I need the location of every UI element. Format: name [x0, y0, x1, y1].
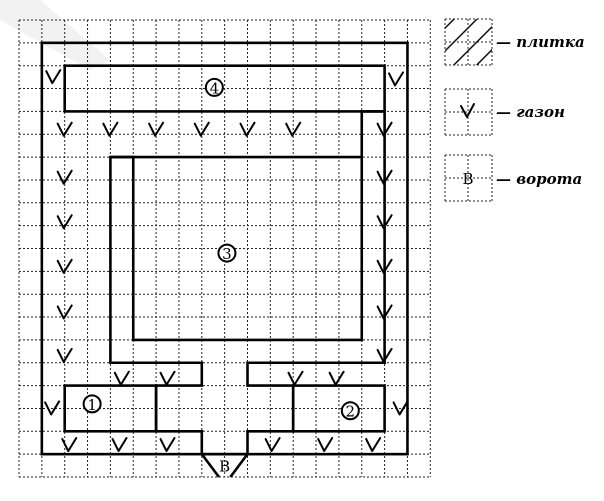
lawn-check-icon: [287, 370, 304, 386]
lawn-check-icon: [56, 304, 73, 320]
lawn-check-icon: [376, 258, 393, 274]
lawn-check-icon: [56, 214, 73, 230]
area-number: 1: [87, 396, 97, 414]
lawn-check-icon: [159, 370, 176, 386]
area-4-label: 4: [204, 77, 224, 97]
lawn-check-icon: [264, 437, 281, 453]
lawn-check-icon: [317, 437, 334, 453]
legend-tile-label: — плитка: [496, 33, 585, 51]
lawn-marks: [44, 69, 409, 453]
legend-lawn: — газон: [444, 88, 565, 136]
area-number: 4: [210, 79, 220, 97]
lawn-check-icon: [376, 169, 393, 185]
lawn-check-icon: [56, 169, 73, 185]
area-2: [291, 384, 386, 433]
legend-gate: В — ворота: [444, 154, 582, 202]
area-number: 2: [346, 403, 356, 421]
area-4: [63, 64, 386, 113]
lawn-check-icon: [56, 258, 73, 274]
gate-label: В: [219, 458, 230, 476]
area-outlines: [40, 41, 409, 456]
lawn-check-icon: [193, 121, 210, 137]
lawn-check-icon: [376, 304, 393, 320]
legend: — плитка — газон В — ворота: [444, 18, 585, 202]
gate: В: [200, 453, 249, 478]
area-2-label: 2: [340, 401, 360, 421]
check-icon: [460, 103, 475, 118]
outer-boundary: [40, 41, 409, 456]
lawn-check-icon: [148, 121, 165, 137]
area-3-label: 3: [217, 243, 237, 263]
lawn-check-icon: [376, 347, 393, 363]
lawn-check-icon: [111, 437, 128, 453]
lawn-check-icon: [388, 71, 405, 87]
lawn-check-icon: [44, 400, 61, 416]
lawn-check-icon: [376, 121, 393, 137]
legend-tile: — плитка: [444, 18, 585, 66]
legend-gate-label: — ворота: [496, 170, 582, 188]
area-1: [63, 384, 158, 433]
lawn-check-icon: [56, 347, 73, 363]
lawn-check-icon: [159, 437, 176, 453]
lawn-check-icon: [113, 370, 130, 386]
gate-right-leaf: [229, 453, 249, 478]
tile-path: [109, 110, 386, 456]
area-1-label: 1: [82, 394, 102, 414]
lawn-check-icon: [61, 437, 78, 453]
lawn-check-icon: [392, 400, 409, 416]
lawn-check-icon: [102, 121, 119, 137]
gate-left-leaf: [200, 453, 220, 478]
lawn-check-icon: [45, 69, 62, 85]
lawn-check-icon: [365, 437, 382, 453]
lawn-check-icon: [285, 121, 302, 137]
watermark: [0, 0, 110, 70]
legend-lawn-label: — газон: [496, 103, 565, 121]
lawn-check-icon: [376, 214, 393, 230]
lawn-check-icon: [328, 370, 345, 386]
lawn-check-icon: [56, 121, 73, 137]
lawn-check-icon: [239, 121, 256, 137]
area-number: 3: [222, 245, 232, 263]
gate-symbol: В: [462, 170, 473, 188]
